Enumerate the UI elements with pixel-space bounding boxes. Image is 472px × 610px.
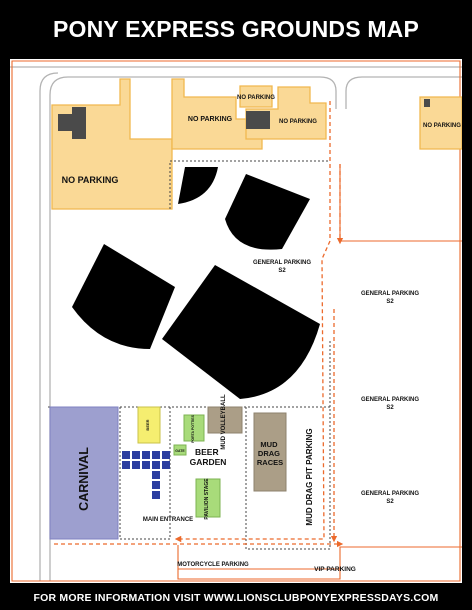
beer-garden-label: BEER (195, 447, 219, 457)
no-parking-label-east: NO PARKING (423, 123, 461, 129)
no-parking-lot-north (171, 78, 263, 150)
grounds-map: CARNIVAL BEER PORTA (10, 59, 462, 583)
no-parking-lot-small (239, 85, 273, 108)
mud-drag-races-label: MUD DRAG RACES (257, 440, 283, 467)
fences (48, 160, 331, 550)
no-parking-lot-east (419, 96, 462, 150)
vip-parking-label: VIP PARKING (314, 566, 356, 573)
general-parking-id-3: S2 (386, 405, 394, 411)
general-parking-id-4: S2 (386, 499, 394, 505)
no-parking-lot-west (51, 78, 173, 210)
no-parking-label-north: NO PARKING (188, 116, 233, 123)
building-center (246, 111, 270, 129)
parking-area-1 (178, 167, 218, 204)
no-parking-label-northeast: NO PARKING (279, 119, 317, 125)
porta-potties-label: PORTA POTTIES (191, 414, 195, 442)
beer-garden-label: BEER GARDEN (190, 447, 227, 467)
mud-volleyball-label: MUD VOLLEYBALL (221, 394, 227, 450)
general-parking-id-1: S2 (278, 268, 286, 274)
footer-bar: FOR MORE INFORMATION VISIT WWW.LIONSCLUB… (0, 585, 472, 610)
motorcycle-parking-label: MOTORCYCLE PARKING (177, 562, 249, 568)
east-road (345, 76, 462, 109)
header-bar: PONY EXPRESS GROUNDS MAP (0, 0, 472, 58)
gate-block (173, 444, 187, 456)
no-parking-label-west: NO PARKING (62, 175, 119, 185)
carnival-area (49, 406, 119, 540)
parking-area-4 (162, 265, 320, 399)
roads (10, 66, 462, 581)
no-parking-label-small: NO PARKING (237, 95, 275, 101)
building-west (58, 107, 86, 139)
pavilion-stage-block (195, 478, 221, 518)
general-parking-label-4: GENERAL PARKING (361, 491, 419, 497)
mud-volleyball-area (207, 406, 243, 434)
route-arrows (54, 101, 344, 548)
inner-road (49, 76, 337, 581)
buildings (58, 99, 430, 139)
main-entrance-label: MAIN ENTRANCE (143, 517, 193, 523)
parking-areas (72, 167, 320, 399)
parking-area-2 (225, 174, 310, 250)
building-east (424, 99, 430, 107)
footer-text: FOR MORE INFORMATION VISIT WWW.LIONSCLUB… (33, 591, 439, 604)
small-sign-label: BEER (145, 419, 150, 430)
general-parking-label-3: GENERAL PARKING (361, 397, 419, 403)
gate-label: GATE (175, 449, 185, 453)
map-title: PONY EXPRESS GROUNDS MAP (52, 15, 420, 42)
general-parking-id-2: S2 (386, 299, 394, 305)
small-sign (137, 406, 161, 444)
porta-potties-block (183, 414, 205, 442)
mud-drag-pit-parking-label: MUD DRAG PIT PARKING (305, 428, 314, 525)
carnival-label: CARNIVAL (77, 447, 91, 511)
outer-road (39, 72, 59, 581)
parking-area-3 (72, 244, 175, 349)
pavilion-stage-label: PAVILION STAGE (204, 478, 210, 520)
general-parking-label-1: GENERAL PARKING (253, 260, 311, 266)
beer-garden-label: GARDEN (190, 457, 227, 467)
tents (122, 451, 170, 499)
general-parking-label-2: GENERAL PARKING (361, 291, 419, 297)
mud-drag-races-area (253, 412, 287, 492)
